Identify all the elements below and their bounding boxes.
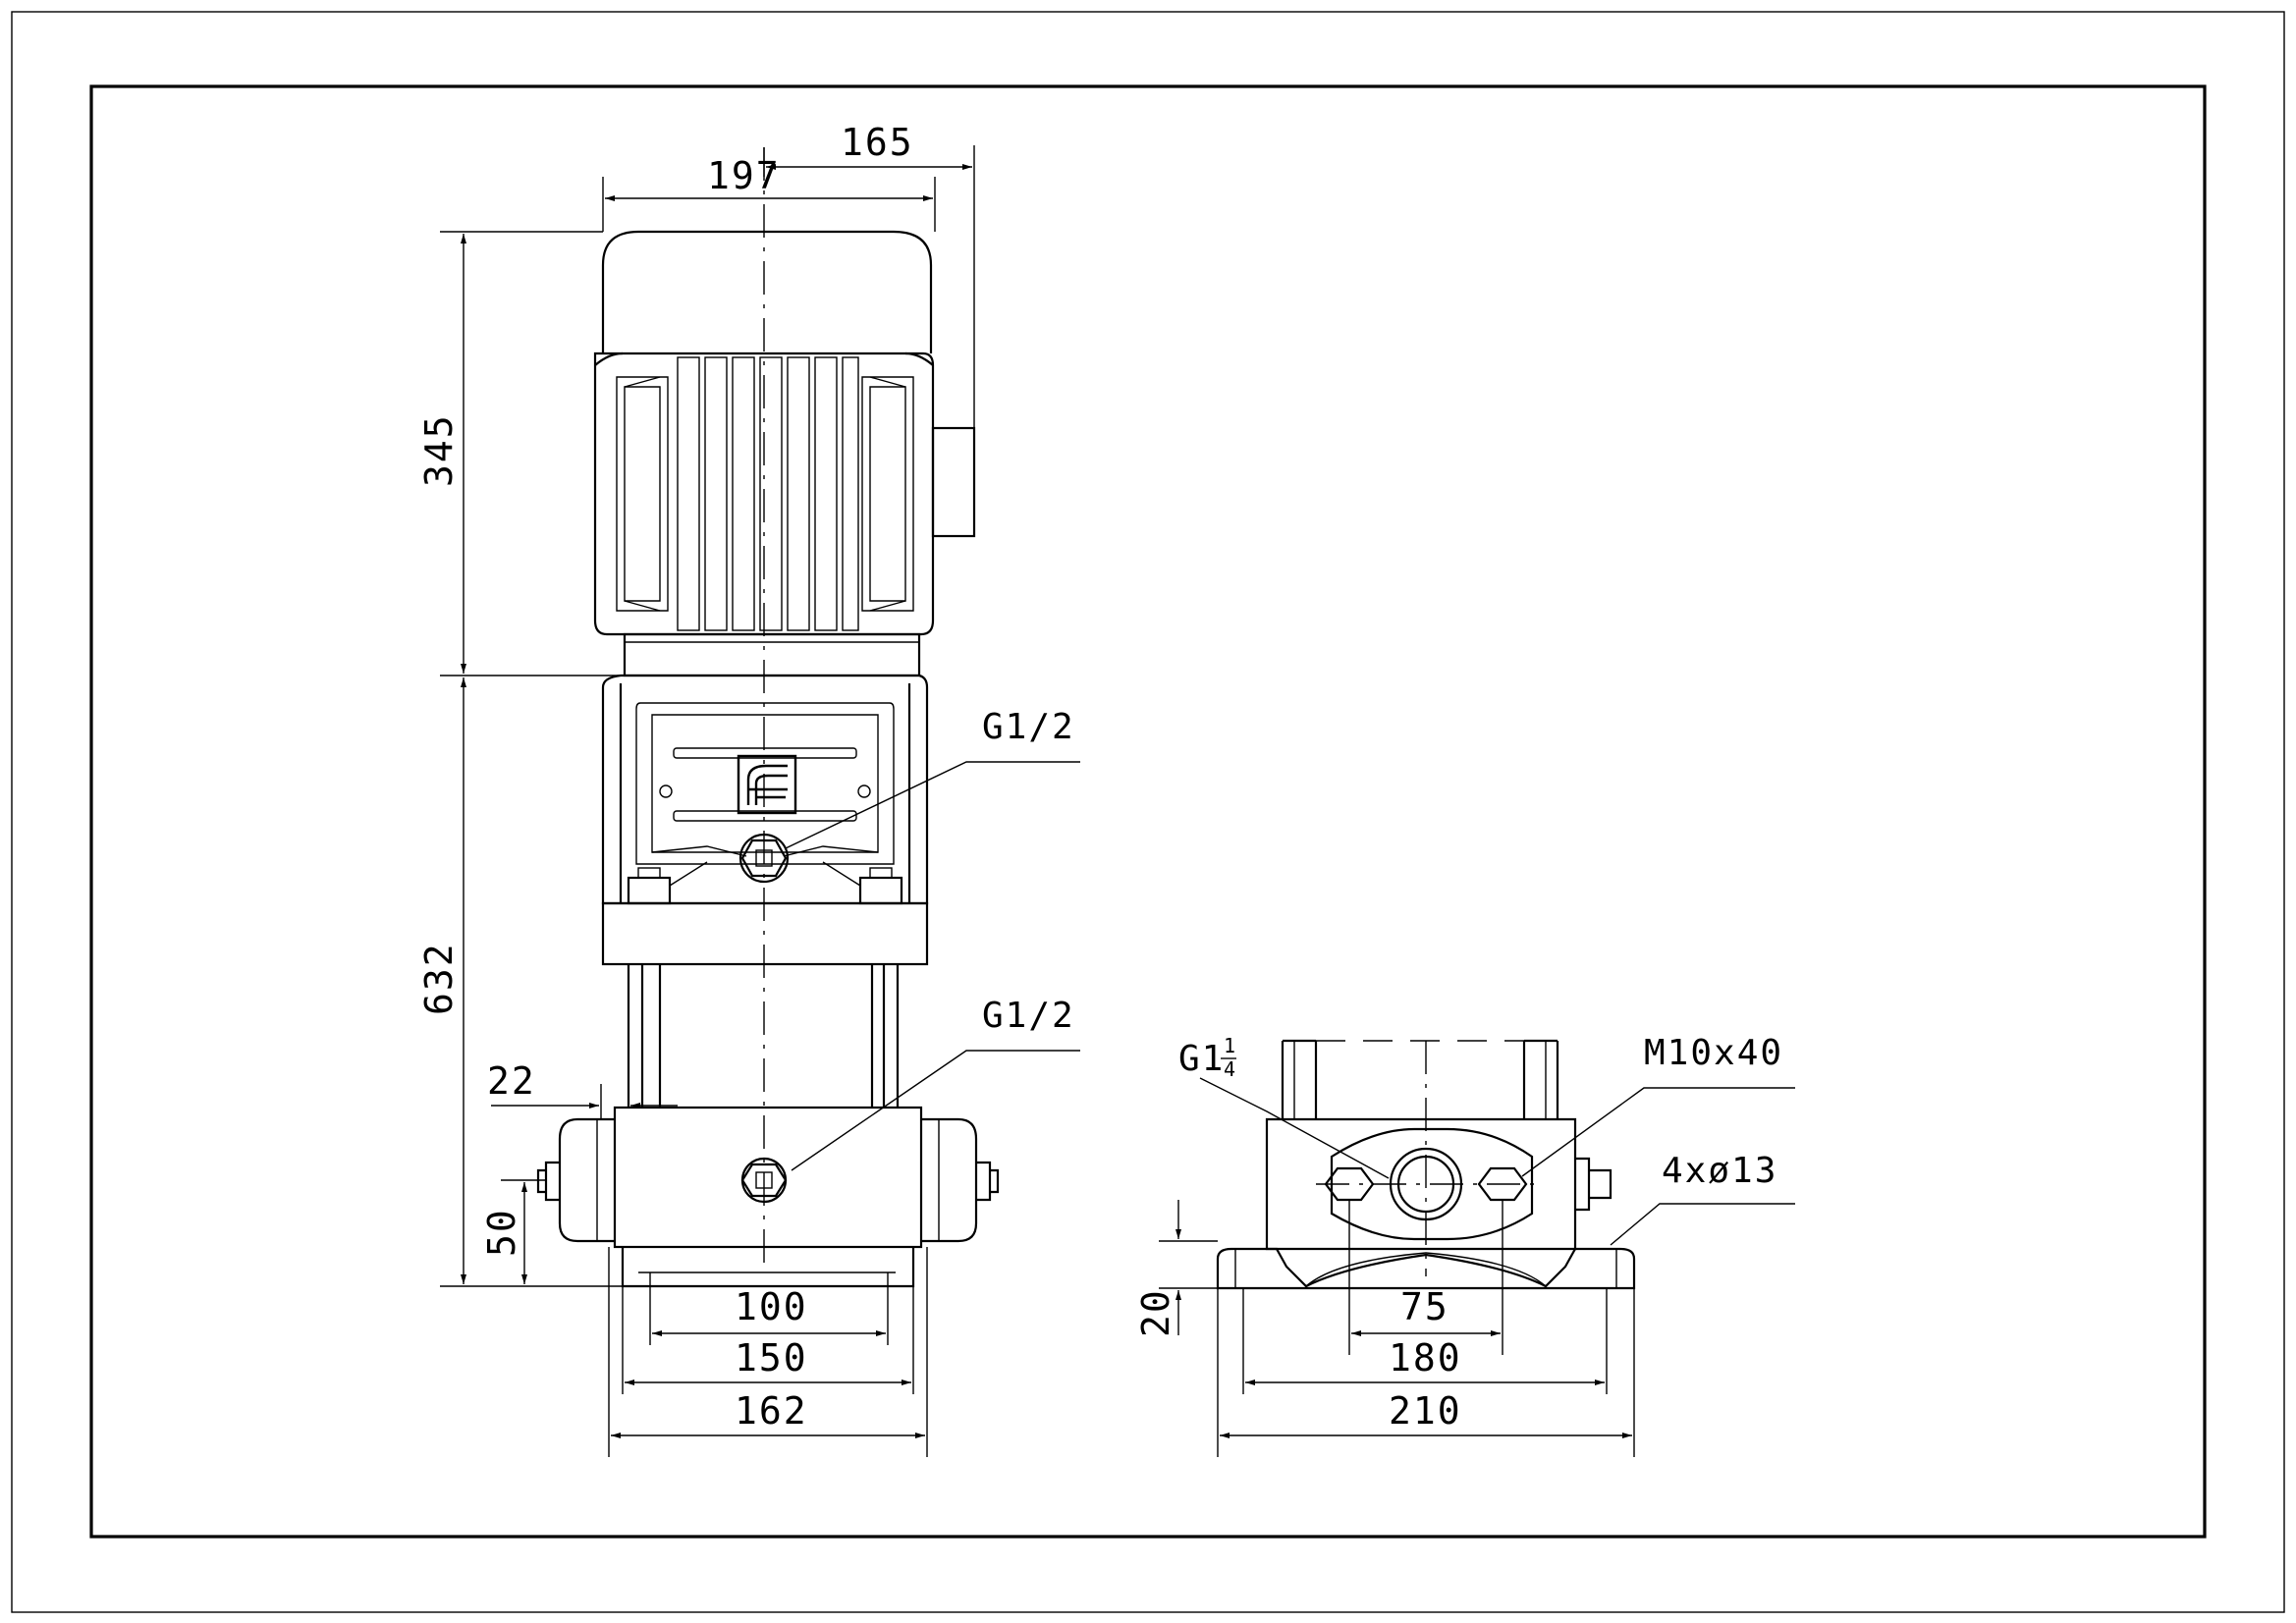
dim-base-inner: 100	[735, 1285, 808, 1328]
dimension-lines-front	[440, 145, 1080, 1457]
motor-flange	[623, 632, 921, 677]
inlet-thread-label: G1	[1178, 1039, 1225, 1079]
dim-base-mid: 150	[735, 1336, 808, 1380]
dim-motor-offset: 165	[841, 121, 914, 164]
motor-left-window	[616, 376, 669, 612]
manufacturer-logo	[737, 754, 797, 815]
dim-motor-width: 197	[707, 154, 781, 197]
dim-foot-height: 20	[1134, 1288, 1177, 1337]
side-view	[1216, 1039, 1636, 1290]
side-flange-right	[921, 1117, 1000, 1243]
side-base-body	[1265, 1117, 1577, 1251]
inlet-flange	[1330, 1127, 1534, 1241]
outer-sheet-border	[11, 11, 2285, 1613]
dimension-labels: 197 165 345 632 22 50 100 150 162 20 75 …	[417, 121, 1462, 1433]
pump-top-plate	[601, 901, 929, 966]
pump-base	[613, 1106, 923, 1249]
dimension-lines-side	[1159, 1077, 1795, 1457]
dim-base-outer: 162	[735, 1389, 808, 1433]
thread-annotations: G1/2 G1/2 G1 1 4 M10x40 4xø13	[982, 707, 1783, 1191]
inlet-fraction-numerator: 1	[1224, 1034, 1235, 1057]
dim-port-height: 50	[480, 1208, 523, 1257]
port-lower-label: G1/2	[982, 996, 1075, 1036]
port-upper-label: G1/2	[982, 707, 1075, 747]
tie-rods	[627, 964, 900, 1108]
terminal-box	[931, 426, 976, 538]
bolt-label: M10x40	[1644, 1033, 1783, 1073]
motor-fan-cover	[601, 230, 933, 353]
inlet-fraction-denominator: 4	[1224, 1057, 1235, 1081]
dim-port-spacing: 75	[1400, 1285, 1449, 1328]
dim-motor-height: 345	[417, 413, 461, 487]
drawing-frame	[89, 84, 2207, 1539]
dim-pump-height: 632	[417, 942, 461, 1015]
side-flange-left	[536, 1117, 615, 1243]
motor-cooling-fins	[677, 356, 859, 631]
motor-body	[593, 352, 935, 636]
holes-label: 4xø13	[1662, 1151, 1777, 1191]
front-view	[536, 147, 1000, 1288]
dim-foot-width: 210	[1389, 1389, 1462, 1433]
bracket-bolts	[627, 861, 903, 905]
motor-right-window	[861, 376, 914, 612]
dim-flange-offset: 22	[487, 1059, 536, 1103]
dim-hole-spacing: 180	[1389, 1336, 1462, 1380]
